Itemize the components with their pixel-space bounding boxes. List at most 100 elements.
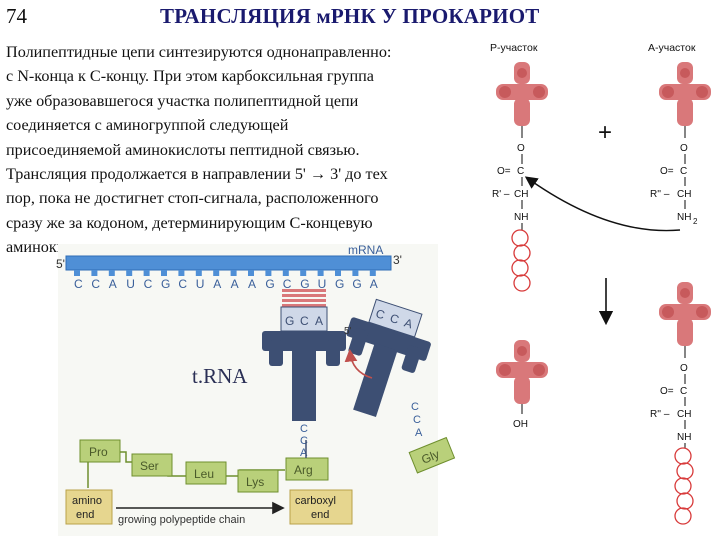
a-site-o: O: [680, 143, 688, 154]
amino-acid-ser-label: Ser: [140, 459, 159, 473]
a-site-final-o-double: O=: [660, 386, 674, 397]
body-line: уже образовавшегося участка полипептидно…: [6, 91, 359, 110]
body-line: с N-конца к С-концу. При этом карбоксиль…: [6, 67, 374, 86]
amino-acid-pro-label: Pro: [89, 445, 108, 459]
mrna-label: mRNA: [348, 243, 383, 257]
amino-acid-lys: [237, 469, 279, 493]
mrna-base: U: [126, 277, 135, 291]
a-site-ch: CH: [677, 189, 691, 200]
mrna-base-tick: [74, 270, 80, 276]
cca-right-2: C: [413, 414, 421, 426]
peptide-residue-circle: [674, 477, 692, 495]
carboxyl-end-line-1: carboxyl: [295, 495, 336, 507]
trna-incoming: C C A: [346, 298, 431, 417]
cca-right-1: C: [411, 401, 419, 413]
cca-left-1: C: [300, 423, 308, 435]
carboxyl-end-box: [289, 489, 353, 525]
mrna-base: G: [352, 277, 361, 291]
peptide-residue-circle: [674, 507, 692, 525]
body-line: Полипептидные цепи синтезируются однонап…: [6, 43, 392, 61]
amino-end-box: [65, 489, 113, 525]
cca-left-3: A: [300, 447, 308, 459]
mrna-base: C: [144, 277, 153, 291]
mrna-base-tick: [178, 270, 185, 276]
codon-pairing: [282, 289, 326, 307]
mrna-base: U: [318, 277, 327, 291]
anticodon-left-3: A: [315, 314, 323, 328]
body-line: Трансляция продолжается в направлении 5'…: [6, 165, 388, 184]
amino-acid-gly: [408, 436, 456, 474]
peptide-transfer-arrow: [524, 176, 681, 232]
mrna-base: U: [196, 277, 205, 291]
mrna-base: A: [231, 277, 239, 291]
mrna-base: C: [283, 277, 292, 291]
amino-acid-pro: [79, 439, 121, 463]
a-site-peptide-chain: [674, 447, 694, 525]
p-site-c: C: [517, 166, 524, 177]
a-site-final-o: O: [680, 363, 688, 374]
amino-end-line-1: amino: [72, 495, 102, 507]
slide-title: ТРАНСЛЯЦИЯ мРНК У ПРОКАРИОТ: [160, 4, 540, 28]
released-oh: OH: [513, 419, 528, 430]
amino-acid-leu-label: Leu: [194, 467, 214, 481]
mrna-base-tick: [143, 270, 150, 276]
p-site-r-prime: R' –: [492, 189, 510, 200]
trna-label: t.RNA: [192, 364, 248, 388]
body-line: сразу же за кодоном, детерминирующим С-к…: [6, 213, 373, 232]
a-site-final-ch: CH: [677, 409, 691, 420]
a-site-trna-elongated: [659, 282, 711, 358]
trna-entry-arrow: [344, 348, 373, 379]
peptide-residue-circle: [674, 447, 692, 465]
amino-acid-arg-label: Arg: [294, 463, 313, 477]
amino-acid-arg: [285, 457, 329, 481]
p-site-o-double: O=: [497, 166, 511, 177]
carboxyl-end-line-2: end: [311, 509, 329, 521]
p-site-label: Р-участок: [490, 42, 538, 54]
amino-acid-gly-label: Gly: [419, 447, 441, 467]
a-site-label: А-участок: [648, 42, 696, 54]
plus-sign: +: [598, 119, 612, 146]
mrna-base-tick: [195, 270, 202, 276]
trna-bound: G C A C C A: [262, 306, 346, 459]
amino-acid-lys-label: Lys: [246, 475, 264, 489]
p-site-o: O: [517, 143, 525, 154]
amino-end-line-2: end: [76, 509, 94, 521]
a-site-final-nh: NH: [677, 432, 691, 443]
anticodon-right-five-prime: 5': [344, 326, 352, 337]
mrna-base-tick: [369, 270, 376, 276]
p-site-peptide-chain: [511, 229, 531, 292]
mrna-base: C: [178, 277, 187, 291]
p-site-trna: [496, 62, 548, 138]
a-site-final-c: C: [680, 386, 687, 397]
a-site-c: C: [680, 166, 687, 177]
mrna-base-tick: [126, 270, 133, 276]
mrna-base-tick: [282, 270, 289, 276]
anticodon-right-3: A: [402, 316, 414, 332]
released-trna: [496, 340, 548, 414]
mrna-base: C: [74, 277, 83, 291]
mrna-base: G: [300, 277, 309, 291]
mrna-base: A: [370, 277, 378, 291]
mrna-base-tick: [352, 270, 359, 276]
anticodon-left-1: G: [285, 314, 294, 328]
a-site-r-double-prime: R'' –: [650, 189, 670, 200]
mrna-base-tick: [300, 270, 307, 276]
peptide-residue-circle: [513, 274, 531, 292]
a-site-trna: [659, 62, 711, 138]
anticodon-left-2: C: [300, 314, 309, 328]
mrna-base: G: [161, 277, 170, 291]
peptide-residue-circle: [511, 259, 529, 277]
peptide-residue-circle: [513, 244, 531, 262]
mrna-base: A: [248, 277, 256, 291]
mrna-base: G: [335, 277, 344, 291]
body-text: Полипептидные цепи синтезируются однонап…: [6, 40, 486, 260]
amino-acid-ser: [131, 453, 173, 477]
mrna-base-tick: [265, 270, 272, 276]
mrna-base-tick: [161, 270, 167, 276]
mrna-base-tick: [213, 270, 220, 276]
peptide-residue-circle: [676, 492, 694, 510]
body-line: присоединяемой аминокислоты пептидной св…: [6, 140, 360, 159]
